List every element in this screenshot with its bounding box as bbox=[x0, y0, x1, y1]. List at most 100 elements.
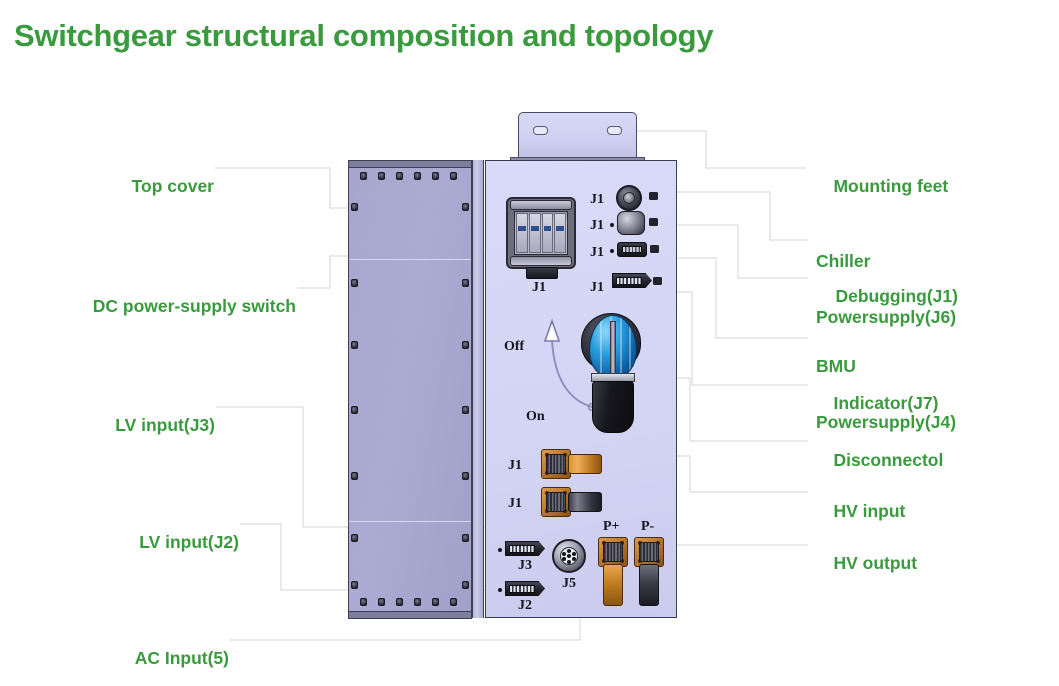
bolt bbox=[351, 341, 358, 349]
bolt bbox=[351, 406, 358, 414]
switchgear-device: J1 J1 J1 J1 J1 bbox=[345, 112, 685, 622]
panel-label-j1-hv-in-neg: J1 bbox=[508, 496, 522, 511]
callout-lv-input-j3: LV input(J3) bbox=[14, 397, 215, 453]
connector-barrel bbox=[546, 454, 566, 474]
breaker-cap-top bbox=[510, 200, 572, 210]
connector-tube bbox=[639, 564, 659, 606]
switch-rotation-arrow-icon bbox=[543, 318, 597, 411]
panel-label-p-minus: P- bbox=[641, 519, 655, 534]
debugging-connector-j1[interactable] bbox=[617, 211, 645, 235]
callout-hv-input: HV input bbox=[814, 483, 905, 539]
connector-dot bbox=[610, 223, 614, 227]
panel-label-j1-indicator: J1 bbox=[590, 280, 604, 295]
cover-bottom-rail bbox=[347, 610, 472, 619]
lv-input-connector-j3[interactable] bbox=[505, 541, 545, 556]
callout-label: LV input(J2) bbox=[139, 531, 239, 552]
bolt bbox=[351, 534, 358, 542]
bolt bbox=[462, 534, 469, 542]
callout-label: Mounting feet bbox=[833, 175, 949, 196]
callout-label: DC power-supply switch bbox=[92, 295, 296, 316]
front-panel: J1 J1 J1 J1 J1 bbox=[485, 160, 677, 618]
enclosure-spine bbox=[472, 160, 484, 618]
indicator-connector-j7[interactable] bbox=[612, 273, 652, 288]
breaker-pole bbox=[528, 213, 541, 253]
disconnector-handle[interactable] bbox=[581, 313, 649, 443]
callout-hv-output: HV output bbox=[814, 535, 917, 591]
chiller-powersupply-connector-j6[interactable] bbox=[616, 185, 642, 211]
bolt bbox=[450, 598, 457, 606]
bolt bbox=[462, 341, 469, 349]
connector-clip bbox=[653, 277, 662, 285]
breaker-window bbox=[514, 211, 568, 255]
ac-input-connector-j5[interactable] bbox=[552, 539, 586, 573]
bolt bbox=[360, 172, 367, 180]
disconnector-body bbox=[592, 381, 634, 433]
connector-tube bbox=[568, 492, 602, 512]
page-title: Switchgear structural composition and to… bbox=[14, 18, 714, 53]
cover-seam bbox=[349, 521, 471, 522]
mounting-slot-right bbox=[607, 126, 622, 135]
callout-chiller-powersupply-j6: Chiller Powersupply(J6) bbox=[816, 215, 956, 363]
mounting-feet-bracket bbox=[518, 112, 637, 159]
bolt bbox=[462, 279, 469, 287]
bolt bbox=[462, 472, 469, 480]
breaker-lower-connector bbox=[526, 267, 558, 279]
connector-tube bbox=[568, 454, 602, 474]
callout-mounting-feet: Mounting feet bbox=[814, 158, 948, 214]
connector-clip bbox=[649, 218, 658, 226]
panel-label-j1-bmu: J1 bbox=[590, 245, 604, 260]
bolt bbox=[462, 203, 469, 211]
connector-barrel bbox=[546, 492, 566, 512]
lv-input-connector-j2[interactable] bbox=[505, 581, 545, 596]
connector-pins bbox=[622, 246, 642, 253]
callout-label-line2: Powersupply(J4) bbox=[816, 411, 957, 432]
top-cover-enclosure bbox=[347, 159, 472, 619]
connector-clip bbox=[649, 192, 658, 200]
bolt bbox=[432, 172, 439, 180]
panel-label-j1-chiller: J1 bbox=[590, 192, 604, 207]
dc-power-supply-switch-breaker[interactable] bbox=[506, 197, 576, 269]
callout-label: Indicator(J7) bbox=[833, 392, 939, 413]
bolt bbox=[462, 581, 469, 589]
connector-dot bbox=[498, 588, 502, 592]
bolt bbox=[450, 172, 457, 180]
callout-label: Top cover bbox=[131, 175, 214, 196]
callout-label: Debugging(J1) bbox=[835, 285, 958, 306]
breaker-pole bbox=[554, 213, 566, 253]
connector-barrel bbox=[603, 542, 623, 562]
callout-label-line1: BMU bbox=[816, 356, 856, 377]
bolt bbox=[378, 598, 385, 606]
panel-label-j1-debug: J1 bbox=[590, 218, 604, 233]
cover-seam bbox=[349, 259, 471, 260]
mounting-slot-left bbox=[533, 126, 548, 135]
connector-face bbox=[560, 547, 578, 565]
panel-label-j3: J3 bbox=[518, 558, 532, 573]
connector-barrel bbox=[639, 542, 659, 562]
bolt bbox=[414, 598, 421, 606]
callout-ac-input-5: AC Input(5) bbox=[14, 630, 229, 686]
bolt bbox=[432, 598, 439, 606]
breaker-pole bbox=[516, 213, 528, 253]
callout-top-cover: Top cover bbox=[14, 158, 214, 214]
callout-lv-input-j2: LV input(J2) bbox=[14, 514, 239, 570]
bolt bbox=[360, 598, 367, 606]
callout-disconnectol: Disconnectol bbox=[814, 432, 943, 488]
callout-label-line2: Powersupply(J6) bbox=[816, 306, 957, 327]
callout-label: LV input(J3) bbox=[115, 414, 215, 435]
connector-pins bbox=[509, 584, 535, 593]
callout-label: Disconnectol bbox=[833, 449, 944, 470]
panel-label-j1-hv-in-pos: J1 bbox=[508, 458, 522, 473]
panel-label-p-plus: P+ bbox=[603, 519, 620, 534]
callout-debugging-j1: Debugging(J1) bbox=[816, 268, 958, 324]
connector-dot bbox=[498, 548, 502, 552]
switch-label-on: On bbox=[526, 409, 545, 424]
breaker-cap-bottom bbox=[510, 256, 572, 266]
bmu-powersupply-connector-j4[interactable] bbox=[617, 242, 647, 257]
callout-bmu-powersupply-j4: BMU Powersupply(J4) bbox=[816, 320, 956, 468]
diagram-canvas: Switchgear structural composition and to… bbox=[14, 18, 958, 667]
cover-top-rail bbox=[347, 159, 472, 168]
panel-label-j1-breaker: J1 bbox=[532, 280, 546, 295]
connector-dot bbox=[610, 249, 614, 253]
panel-label-j2: J2 bbox=[518, 598, 532, 613]
callout-label-line1: Chiller bbox=[816, 251, 871, 272]
